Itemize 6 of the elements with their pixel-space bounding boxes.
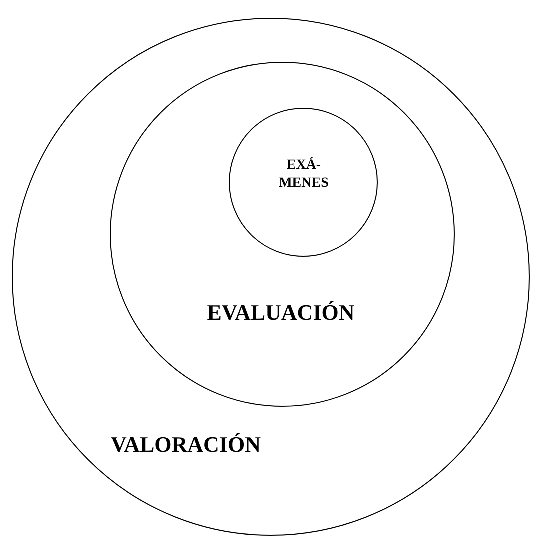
circle xyxy=(110,62,455,407)
circle-label: EXÁ- MENES xyxy=(279,156,329,192)
circle xyxy=(229,108,378,257)
circle-label: EVALUACIÓN xyxy=(207,300,355,325)
circle-label: VALORACIÓN xyxy=(111,432,261,457)
circle xyxy=(12,18,530,536)
